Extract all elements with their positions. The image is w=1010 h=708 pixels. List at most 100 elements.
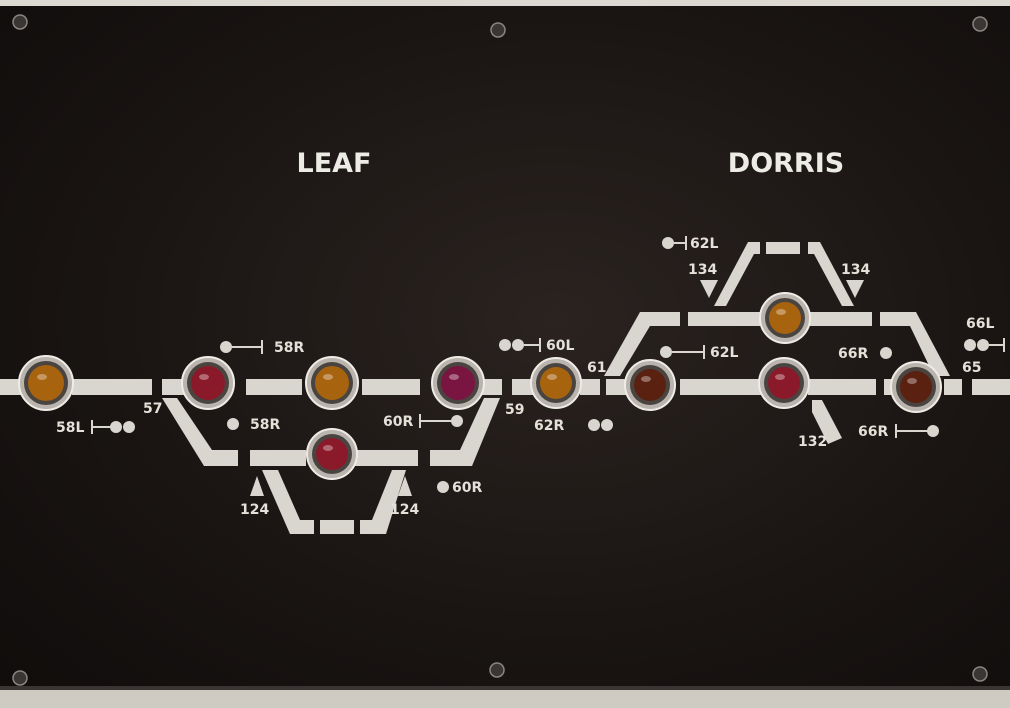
signal-head: [437, 481, 449, 493]
lamp-lens: [315, 366, 349, 400]
indicator-lamp: [431, 356, 485, 410]
label-57: 57: [143, 401, 162, 417]
label-61: 61: [587, 360, 606, 376]
main-track: [512, 379, 534, 395]
indicator-lamp: [181, 356, 235, 410]
signal-head: [110, 421, 122, 433]
label-60L: 60L: [546, 338, 574, 354]
turnout-marker: [250, 476, 264, 496]
label-134: 134: [841, 262, 870, 278]
loop-track: [714, 242, 760, 306]
indicator-lamp: [305, 356, 359, 410]
turnout-marker: [398, 476, 412, 496]
lamp-lens: [316, 438, 348, 470]
signal-head: [123, 421, 135, 433]
signal-head: [451, 415, 463, 427]
lamp-lens: [768, 367, 800, 399]
lamp-lens: [28, 365, 64, 401]
indicator-lamp: [759, 292, 811, 344]
label-66L: 66L: [966, 316, 994, 332]
label-134: 134: [688, 262, 717, 278]
label-62L: 62L: [690, 236, 718, 252]
signal-head: [499, 339, 511, 351]
siding-turnout: [162, 398, 238, 466]
screw: [972, 666, 988, 682]
main-track: [580, 379, 600, 395]
main-track: [972, 379, 1010, 395]
screw: [490, 22, 506, 38]
main-track: [482, 379, 502, 395]
main-track: [808, 379, 876, 395]
siding-track: [688, 312, 760, 326]
bottom-frame: [0, 690, 1010, 708]
screw: [12, 670, 28, 686]
signal-head: [227, 418, 239, 430]
signal-head: [927, 425, 939, 437]
signal-head: [601, 419, 613, 431]
main-track: [884, 379, 894, 395]
signal-head: [662, 237, 674, 249]
main-track: [246, 379, 302, 395]
siding-track: [250, 450, 306, 466]
top-frame: [0, 0, 1010, 6]
label-58R: 58R: [274, 340, 304, 356]
screw: [489, 662, 505, 678]
main-track: [944, 379, 962, 395]
main-track: [162, 379, 184, 395]
label-60R: 60R: [452, 480, 482, 496]
signal-head: [588, 419, 600, 431]
indicator-lamp: [758, 357, 810, 409]
label-66R: 66R: [858, 424, 888, 440]
siding-turnout: [880, 312, 950, 376]
main-track: [680, 379, 762, 395]
lamp-lens: [540, 367, 572, 399]
siding-turnout: [604, 312, 680, 376]
loop-track: [360, 470, 406, 534]
screw: [972, 16, 988, 32]
siding-track: [350, 450, 418, 466]
label-124: 124: [390, 502, 419, 518]
siding-turnout: [430, 398, 500, 466]
label-60R: 60R: [383, 414, 413, 430]
main-track: [362, 379, 420, 395]
loop-track: [808, 242, 854, 306]
indicator-lamp: [530, 357, 582, 409]
indicator-lamp: [890, 361, 942, 413]
signal-head: [512, 339, 524, 351]
loop-track: [320, 520, 354, 534]
label-65: 65: [962, 360, 981, 376]
main-track: [0, 379, 22, 395]
lamp-lens: [900, 371, 932, 403]
indicator-lamp: [306, 428, 358, 480]
turnout-marker: [700, 280, 718, 298]
station-title-leaf: LEAF: [297, 148, 372, 179]
station-title-dorris: DORRIS: [728, 148, 844, 179]
lamp-lens: [634, 369, 666, 401]
indicator-lamps: [18, 292, 942, 480]
label-62L: 62L: [710, 345, 738, 361]
loop-track: [766, 242, 800, 254]
lamp-lens: [769, 302, 801, 334]
indicator-lamp: [624, 359, 676, 411]
lamp-lens: [191, 366, 225, 400]
label-66R: 66R: [838, 346, 868, 362]
label-62R: 62R: [534, 418, 564, 434]
turnout-marker: [846, 280, 864, 298]
indicator-lamp: [18, 355, 74, 411]
signal-head: [977, 339, 989, 351]
label-58R: 58R: [250, 417, 280, 433]
label-58L: 58L: [56, 420, 84, 436]
loop-track: [262, 470, 314, 534]
label-59: 59: [505, 402, 524, 418]
track-segments: [0, 242, 1010, 534]
signal-head: [880, 347, 892, 359]
siding-track: [806, 312, 872, 326]
spur-track: [812, 400, 842, 444]
main-track: [72, 379, 152, 395]
main-track: [606, 379, 626, 395]
label-132: 132: [798, 434, 827, 450]
label-124: 124: [240, 502, 269, 518]
signal-head: [660, 346, 672, 358]
